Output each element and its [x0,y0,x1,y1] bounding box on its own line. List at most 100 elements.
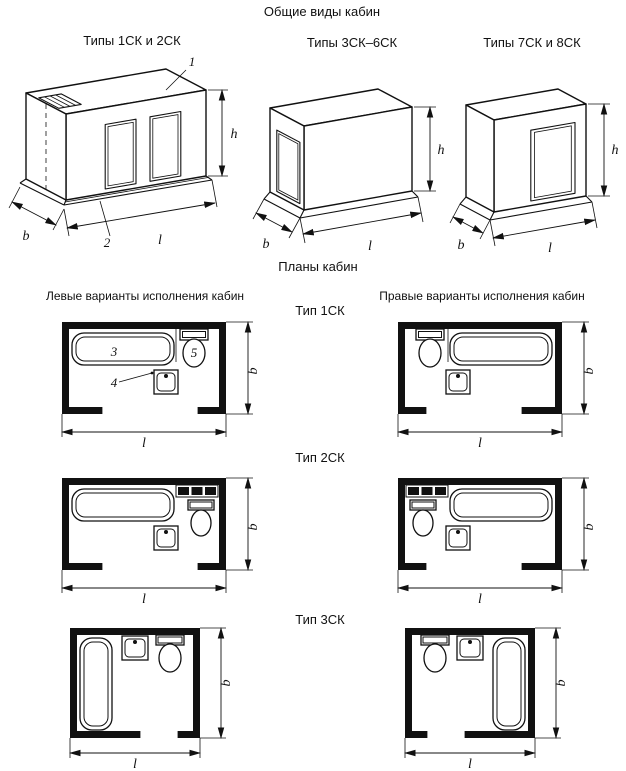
base-pallet [19,175,213,206]
dim-h-label: h [438,143,445,158]
isometric-view-3sk-6sk: h b l [252,88,445,254]
dimension-width: b [8,186,65,244]
dim-b-label: b [219,680,234,687]
plan-1sk-left: 3 5 4 b l [61,321,261,451]
dimension-width: b [226,321,261,415]
dim-l-label: l [548,241,552,256]
view1-title: Типы 1СК и 2СК [83,33,181,48]
cabin-body [269,88,413,211]
toilet [187,499,215,537]
dim-l-label: l [158,233,162,248]
washbasin [121,635,149,661]
dim-l-label: l [368,239,372,254]
dim-b-label: b [263,237,270,252]
dim-l-label: l [142,436,146,451]
bathtub [449,488,553,522]
door-opening-1 [104,118,137,190]
dimension-length: l [61,570,227,607]
dim-b-label: b [246,368,261,375]
plan-1sk-right: b l [397,321,597,451]
faucet [133,640,137,644]
walls [62,322,226,414]
bathtub: 3 [71,332,175,366]
dimension-height: h [588,103,619,197]
callout-roof: 1 [165,54,196,91]
row1-type-label: Тип 1СК [295,303,345,318]
dim-l-label: l [133,757,137,771]
cabin-body [25,68,207,201]
row3-type-label: Тип 3СК [295,612,345,627]
left-variants-header: Левые варианты исполнения кабин [45,289,245,303]
dimension-width: b [252,198,301,252]
dimension-length: l [69,738,201,771]
dimension-width: b [562,477,597,571]
roof-vent-grille [38,93,82,109]
walls [398,478,562,570]
view2-title: Типы 3СК–6СК [306,35,398,50]
dim-l-label: l [478,436,482,451]
bathtub [71,488,175,522]
isometric-view-7sk-8sk: h b l [449,88,619,256]
dimension-length: l [404,738,536,771]
right-variants-header: Правые варианты исполнения кабин [379,289,585,303]
bathtub [492,637,526,731]
cabin-body [465,88,587,213]
faucet [456,374,460,378]
dimension-length: l [489,201,598,256]
callout-3-label: 3 [110,344,118,359]
dim-l-label: l [478,592,482,607]
bathtub [449,332,553,366]
plans-title: Планы кабин [278,259,358,274]
dimension-width: b [449,203,491,253]
callout-base: 2 [99,200,111,250]
row2-type-label: Тип 2СК [295,450,345,465]
dim-b-label: b [458,238,465,253]
washbasin [456,635,484,661]
washbasin [153,525,179,551]
bathtub [79,637,113,731]
walls [405,628,535,738]
dimension-width: b [200,627,234,739]
callout-2-label: 2 [104,235,111,250]
vent-block [175,484,219,498]
view3-title: Типы 7СК и 8СК [483,35,581,50]
faucet [456,530,460,534]
faucet [468,640,472,644]
dimension-height: h [414,106,445,192]
walls [398,322,562,414]
callout-4-label: 4 [111,375,118,390]
dim-h-label: h [231,127,238,142]
dimension-length: l [63,179,218,248]
base-pallet [459,195,593,221]
dimension-length: l [397,414,563,451]
dimension-width: b [535,627,569,739]
dim-b-label: b [23,229,30,244]
dim-l-label: l [142,592,146,607]
washbasin [153,369,179,395]
callout-1-label: 1 [189,54,196,69]
dimension-length: l [61,414,227,451]
vent-block [405,484,449,498]
callout-5-label: 5 [191,345,198,360]
dim-b-label: b [582,368,597,375]
dim-b-label: b [554,680,569,687]
faucet [164,530,168,534]
faucet [164,374,168,378]
toilet [415,328,445,368]
dimension-width: b [226,477,261,571]
toilet: 5 [179,328,209,368]
plan-2sk-left: b l [61,477,261,607]
page-title: Общие виды кабин [263,4,381,19]
plan-3sk-left: b l [69,627,234,771]
door-opening [530,121,576,202]
washbasin [445,369,471,395]
dim-l-label: l [468,757,472,771]
plan-2sk-right: b l [397,477,597,607]
washbasin [445,525,471,551]
toilet [155,634,185,673]
dimension-length: l [397,570,563,607]
dim-b-label: b [582,524,597,531]
dimension-length: l [299,196,424,254]
dimension-width: b [562,321,597,415]
